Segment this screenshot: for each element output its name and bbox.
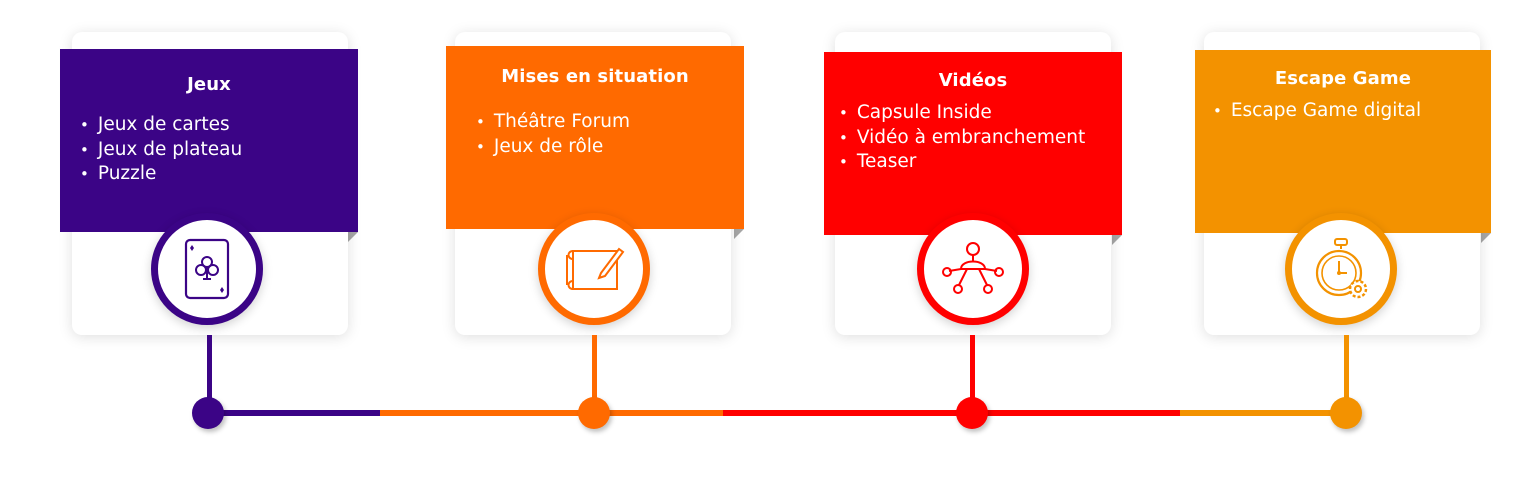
timeline-segment [723, 410, 1180, 416]
list-item: Jeux de rôle [476, 135, 744, 160]
banner-escape-game: Escape Game Escape Game digital [1195, 50, 1491, 243]
item-list: Escape Game digital [1195, 99, 1491, 124]
list-item: Capsule Inside [839, 101, 1122, 126]
timeline-segment [1180, 410, 1347, 416]
timeline-stem [592, 335, 597, 411]
list-item: Escape Game digital [1213, 99, 1491, 124]
item-list: Capsule Inside Vidéo à embranchement Tea… [824, 101, 1122, 175]
timeline-dot [1330, 397, 1362, 429]
timeline-dot [956, 397, 988, 429]
banner-jeux: Jeux Jeux de cartes Jeux de plateau Puzz… [60, 49, 358, 242]
icon-circle [1285, 213, 1397, 325]
timeline-segment [208, 410, 380, 416]
item-list: Jeux de cartes Jeux de plateau Puzzle [60, 113, 358, 187]
timeline-stem [970, 335, 975, 411]
card-title: Escape Game [1274, 68, 1412, 89]
banner-videos: Vidéos Capsule Inside Vidéo à embranchem… [824, 52, 1122, 245]
icon-circle [151, 213, 263, 325]
list-item: Théâtre Forum [476, 110, 744, 135]
network-nodes-icon [942, 242, 1004, 294]
playing-card-icon [184, 238, 230, 300]
list-item: Jeux de plateau [80, 138, 358, 163]
list-item: Vidéo à embranchement [839, 126, 1122, 151]
timeline-stem [1344, 335, 1349, 411]
timeline-dot [192, 397, 224, 429]
item-list: Théâtre Forum Jeux de rôle [446, 110, 744, 159]
icon-circle [538, 213, 650, 325]
timeline-segment [380, 410, 723, 416]
card-title: Mises en situation [501, 66, 689, 87]
list-item: Puzzle [80, 162, 358, 187]
list-item: Teaser [839, 150, 1122, 175]
list-item: Jeux de cartes [80, 113, 358, 138]
scroll-pencil-icon [566, 247, 625, 290]
stopwatch-gear-icon [1315, 238, 1368, 299]
card-title: Jeux [187, 74, 231, 95]
timeline-stem [207, 335, 212, 411]
banner-mises-en-situation: Mises en situation Théâtre Forum Jeux de… [446, 46, 744, 239]
icon-circle [917, 213, 1029, 325]
timeline-dot [578, 397, 610, 429]
card-title: Vidéos [938, 70, 1008, 91]
